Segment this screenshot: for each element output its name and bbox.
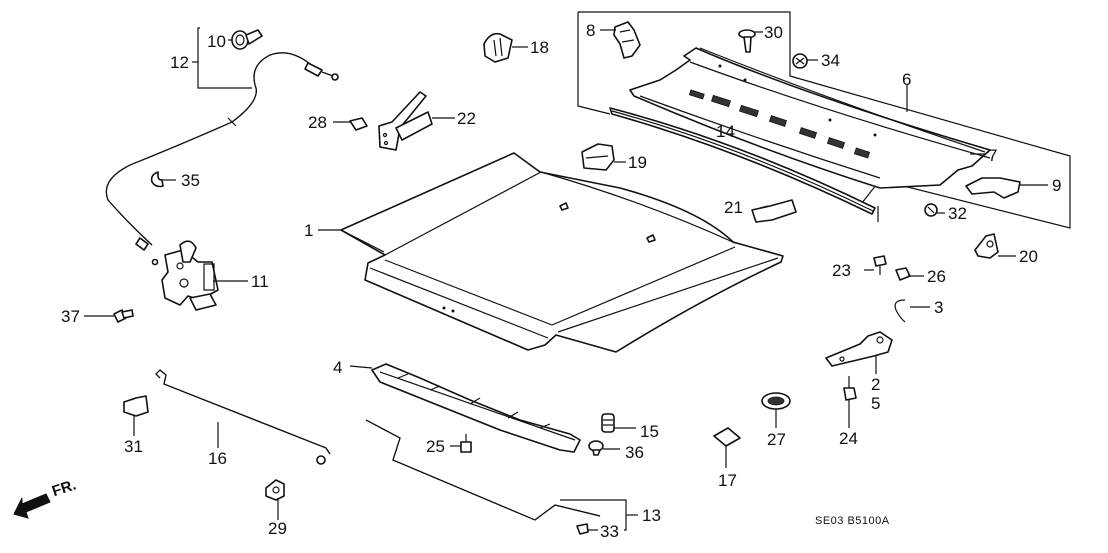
callout-8[interactable]: 8 — [586, 21, 596, 40]
callout-33[interactable]: 33 — [600, 522, 619, 541]
callout-18[interactable]: 18 — [530, 38, 549, 57]
callout-3[interactable]: 3 — [934, 298, 944, 317]
part-16-prop-rod[interactable] — [155, 369, 331, 465]
callout-5[interactable]: 5 — [871, 394, 881, 413]
part-25-bolt[interactable] — [460, 434, 472, 453]
callout-10[interactable]: 10 — [207, 32, 226, 51]
callout-30[interactable]: 30 — [764, 23, 783, 42]
callout-16[interactable]: 16 — [208, 449, 227, 468]
callout-25[interactable]: 25 — [426, 437, 445, 456]
callout-2[interactable]: 2 — [871, 375, 881, 394]
part-2-5-hood-hinge[interactable] — [825, 331, 893, 367]
callout-20[interactable]: 20 — [1019, 247, 1038, 266]
part-35-cable-clip[interactable] — [150, 171, 164, 188]
part-28-clip[interactable] — [349, 117, 368, 131]
part-15-hood-cushion[interactable] — [601, 413, 615, 433]
part-7-cowl-seal[interactable] — [699, 47, 986, 153]
part-23-bolt[interactable] — [873, 255, 887, 275]
part-3-spring-clip[interactable] — [894, 299, 906, 323]
part-8-cowl-clip[interactable] — [613, 21, 641, 59]
part-21-cowl-bracket[interactable] — [751, 199, 797, 223]
part-24-stud-bolt[interactable] — [843, 376, 857, 401]
part-31-rod-clip[interactable] — [123, 395, 149, 417]
callout-34[interactable]: 34 — [821, 51, 840, 70]
callout-13[interactable]: 13 — [642, 506, 661, 525]
callout-4[interactable]: 4 — [333, 358, 343, 377]
callout-26[interactable]: 26 — [927, 267, 946, 286]
part-34-clip[interactable] — [792, 53, 808, 69]
callout-1[interactable]: 1 — [304, 221, 314, 240]
callout-15[interactable]: 15 — [640, 422, 659, 441]
callout-21[interactable]: 21 — [724, 198, 743, 217]
callout-6[interactable]: 6 — [902, 70, 912, 89]
callout-31[interactable]: 31 — [124, 437, 143, 456]
figure-code: SE03 B5100A — [815, 515, 890, 527]
part-12-release-cable[interactable] — [105, 52, 339, 266]
part-6-cowl-top[interactable] — [629, 47, 991, 189]
callout-28[interactable]: 28 — [308, 113, 327, 132]
part-11-hood-lock[interactable] — [161, 240, 219, 311]
callout-37[interactable]: 37 — [61, 307, 80, 326]
part-22-lock-bracket[interactable] — [378, 91, 433, 151]
callout-12[interactable]: 12 — [170, 53, 189, 72]
callout-9[interactable]: 9 — [1052, 176, 1062, 195]
part-1-hood[interactable] — [340, 152, 784, 353]
part-36-cushion-nut[interactable] — [588, 440, 604, 456]
part-30-push-rivet[interactable] — [738, 29, 756, 53]
callout-14[interactable]: 14 — [716, 122, 735, 141]
part-18-cable-clamp[interactable] — [483, 32, 513, 63]
part-32-clip[interactable] — [924, 203, 938, 217]
callout-35[interactable]: 35 — [181, 171, 200, 190]
part-26-flange-nut[interactable] — [895, 267, 911, 281]
part-14-weatherstrip[interactable] — [609, 107, 876, 215]
callout-24[interactable]: 24 — [839, 429, 858, 448]
callout-17[interactable]: 17 — [718, 471, 737, 490]
part-33-clip[interactable] — [576, 523, 589, 535]
part-10-release-knob[interactable] — [231, 29, 263, 50]
front-direction-arrow-icon — [13, 493, 51, 519]
part-27-grommet[interactable] — [761, 392, 791, 410]
callout-29[interactable]: 29 — [268, 519, 287, 538]
leader-lines — [84, 27, 1048, 531]
callout-11[interactable]: 11 — [251, 272, 269, 291]
part-37-bolt[interactable] — [113, 309, 134, 323]
callout-23[interactable]: 23 — [832, 261, 851, 280]
part-13-support-rod[interactable] — [365, 419, 601, 521]
callout-27[interactable]: 27 — [767, 430, 786, 449]
callout-36[interactable]: 36 — [625, 443, 644, 462]
part-29-rod-grommet[interactable] — [265, 479, 285, 501]
part-4-hood-insulator-bracket[interactable] — [371, 363, 581, 453]
callout-19[interactable]: 19 — [628, 153, 647, 172]
callout-22[interactable]: 22 — [457, 109, 476, 128]
part-17-rod-holder[interactable] — [713, 427, 741, 447]
callout-7[interactable]: 7 — [988, 146, 998, 165]
part-19-cowl-clip[interactable] — [581, 143, 615, 171]
callout-32[interactable]: 32 — [948, 204, 967, 223]
part-20-hinge-cover[interactable] — [974, 233, 999, 259]
part-9-cowl-bracket[interactable] — [965, 177, 1021, 199]
